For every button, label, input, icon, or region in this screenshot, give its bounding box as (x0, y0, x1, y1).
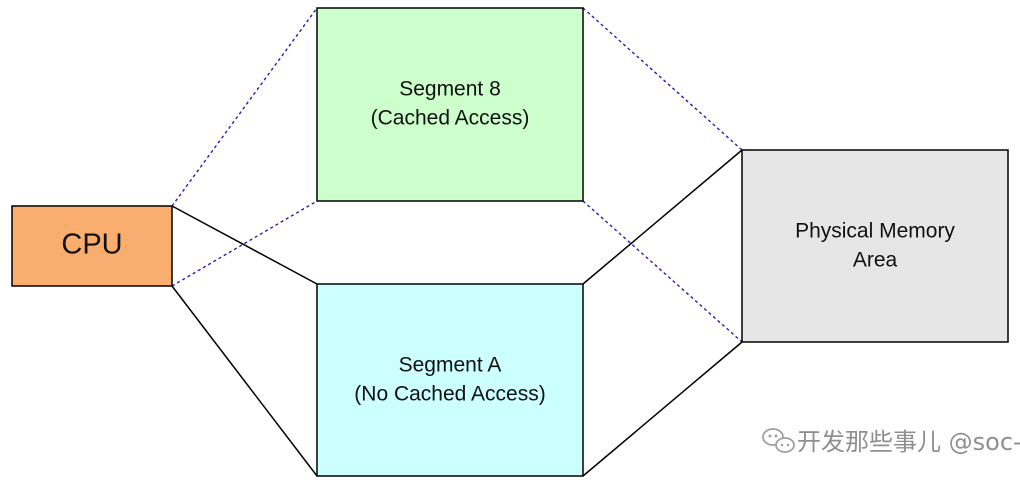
segmentA-to-memory-bottom-connector (582, 341, 743, 477)
segment8-to-memory-top-connector (582, 7, 743, 151)
physical-memory-box (741, 149, 1009, 343)
cpu-box (11, 205, 173, 287)
segment8-box (316, 7, 584, 202)
segmentA-subtitle: (No Cached Access) (354, 383, 545, 406)
segment8-block: Segment 8 (Cached Access) (316, 7, 584, 202)
watermark-text: 开发那些事儿 @soc-ag (797, 428, 1020, 456)
uncached-access-connectors (171, 149, 743, 477)
segmentA-box (316, 283, 584, 477)
segment8-title: Segment 8 (399, 78, 501, 101)
cpu-to-segmentA-top-connector (171, 205, 318, 285)
cpu-label: CPU (61, 229, 122, 261)
physical-memory-block: Physical Memory Area (741, 149, 1009, 343)
segmentA-title: Segment A (399, 354, 502, 377)
physical-memory-subtitle: Area (853, 249, 898, 272)
cached-access-connectors (171, 7, 743, 343)
segmentA-to-memory-top-connector (582, 149, 743, 285)
chat-bubble-icon (762, 428, 795, 453)
segment8-to-memory-bottom-connector (582, 200, 743, 343)
segmentA-block: Segment A (No Cached Access) (316, 283, 584, 477)
segment8-subtitle: (Cached Access) (371, 107, 530, 130)
physical-memory-title: Physical Memory (795, 220, 955, 243)
watermark: 开发那些事儿 @soc-ag (762, 428, 1020, 456)
cpu-block: CPU (11, 205, 173, 287)
cpu-to-segment8-top-connector (171, 7, 318, 207)
cpu-to-segmentA-bottom-connector (171, 285, 318, 477)
cpu-to-segment8-bottom-connector (171, 200, 318, 287)
